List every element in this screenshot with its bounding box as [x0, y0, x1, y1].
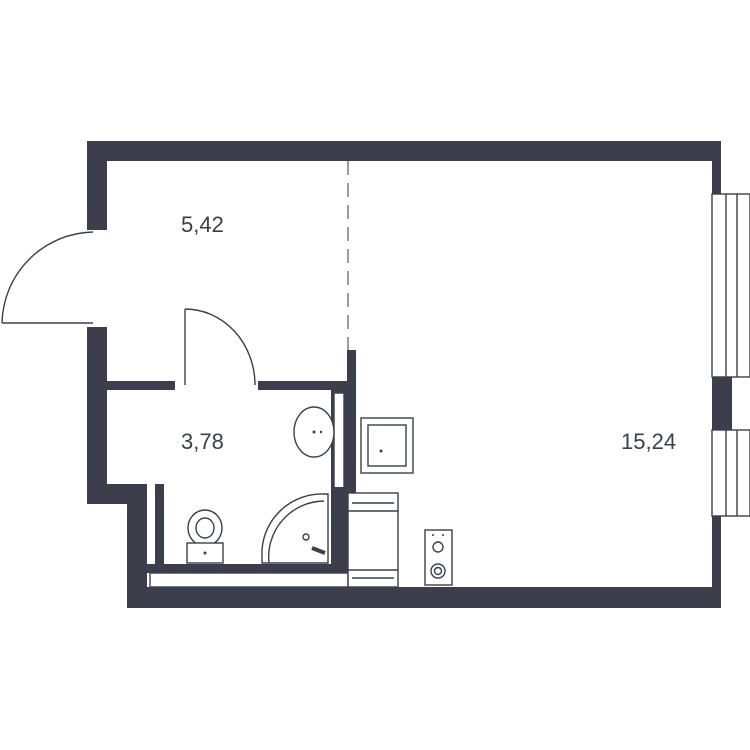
bathroom-door [184, 308, 256, 386]
kitchen-sink-icon [360, 417, 414, 474]
sink-icon [293, 406, 335, 458]
windows [711, 193, 750, 517]
bottom-wall [127, 587, 721, 608]
bathroom-walls [107, 350, 356, 588]
stove-icon [347, 492, 399, 588]
right-wall-top [712, 141, 721, 194]
outer-walls [87, 141, 732, 608]
entrance-door [1, 231, 94, 324]
shower-icon [261, 493, 329, 564]
bathroom-left-wall [155, 484, 164, 573]
washing-machine-icon [424, 529, 453, 586]
kitchen-partition [331, 487, 348, 587]
bathroom-inner-wall-cut [333, 392, 345, 492]
bathroom-area-label: 3,78 [181, 429, 224, 454]
bathroom-top-wall-right [258, 381, 356, 390]
left-wall-upper [87, 141, 107, 230]
toilet-icon [186, 509, 224, 564]
left-lower-wall [127, 484, 147, 608]
bathroom-bottom-wall [147, 564, 337, 573]
window-lower [711, 429, 750, 517]
left-wall-lower [87, 327, 107, 504]
window-upper [711, 193, 750, 378]
bathroom-right-wall [347, 350, 356, 495]
bathroom-top-wall-left [107, 381, 175, 390]
right-wall-middle [712, 377, 732, 430]
living-area-label: 15,24 [621, 429, 676, 454]
top-wall [87, 141, 721, 161]
hall-area-label: 5,42 [181, 212, 224, 237]
right-wall-bottom [712, 516, 721, 608]
bottom-duct [149, 572, 349, 588]
